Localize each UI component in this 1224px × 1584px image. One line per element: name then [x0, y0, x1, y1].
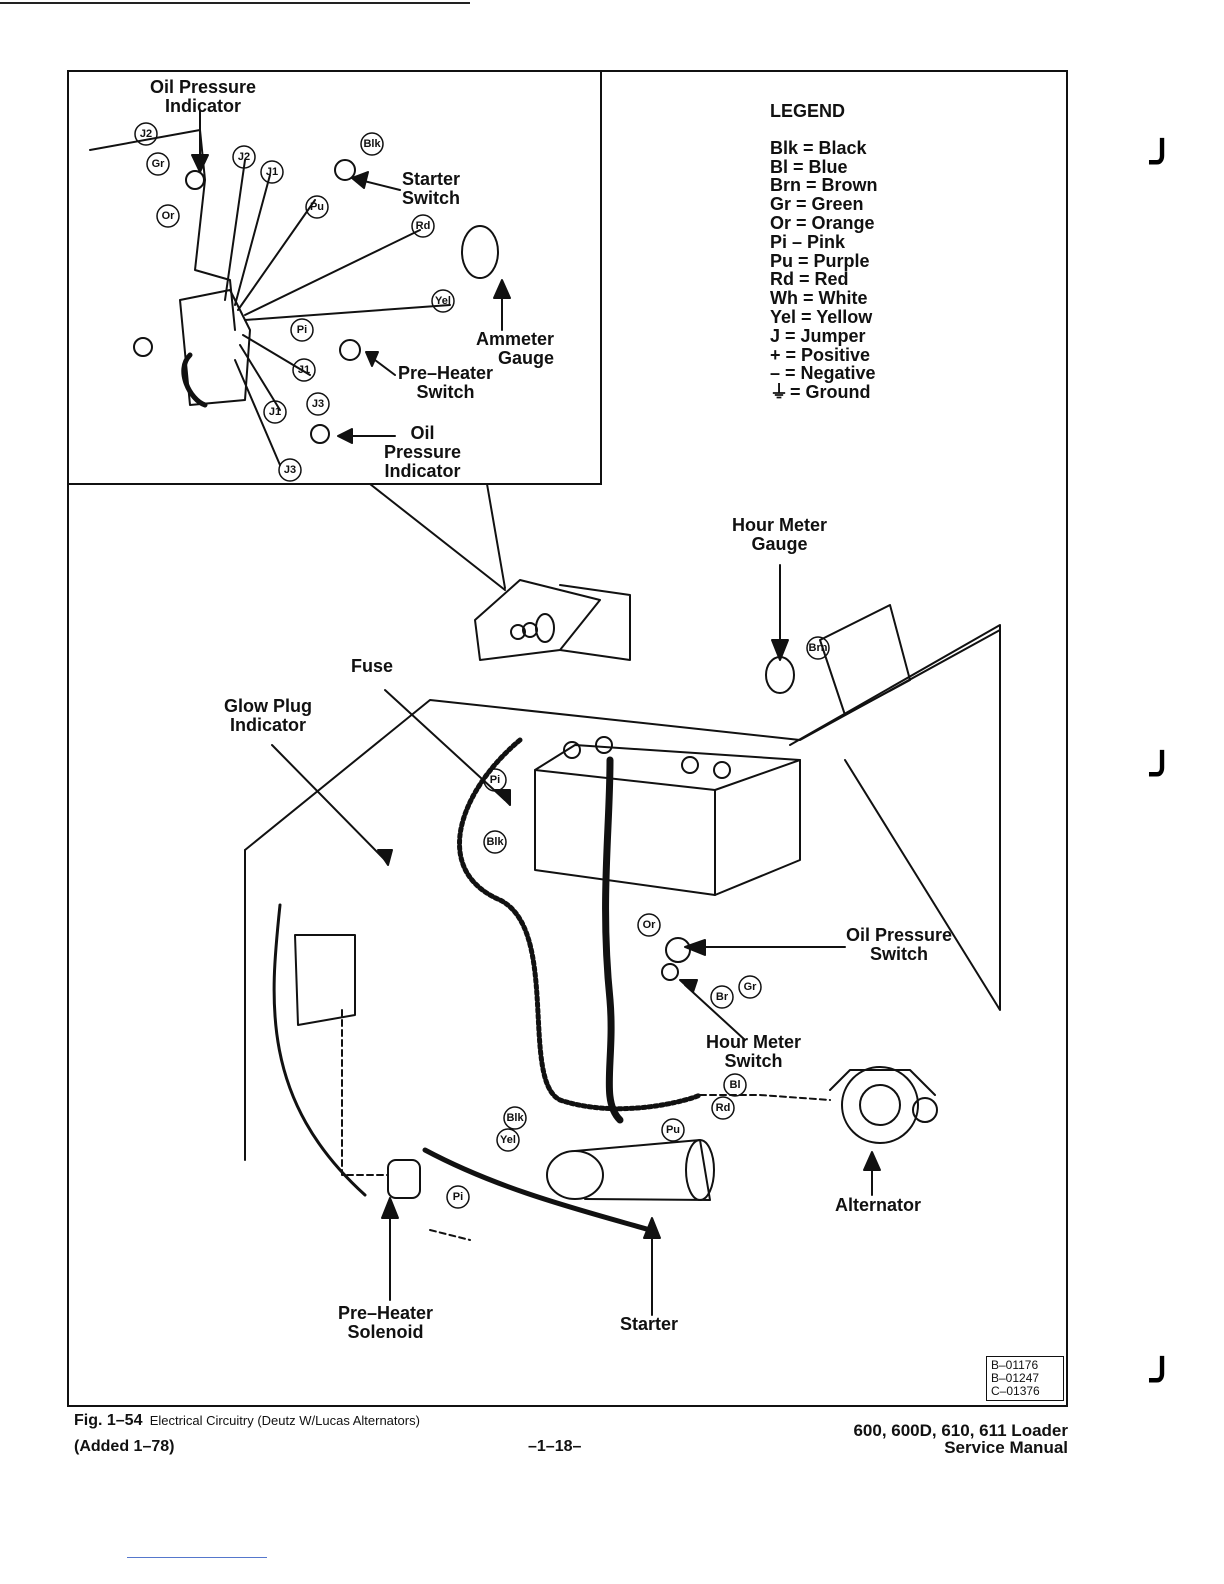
tag-inset-0: J2: [140, 128, 152, 140]
starter-cable: [422, 1147, 653, 1233]
label-pre-heater-switch: Pre–Heater Switch: [398, 363, 494, 402]
page-top-rule: [0, 2, 470, 4]
tag-inset-7: Rd: [416, 220, 431, 232]
inset-leader-right: [486, 483, 506, 589]
tag-main-5: Gr: [744, 981, 758, 993]
added-note: (Added 1–78): [74, 1438, 175, 1455]
dash-gauge-1: [510, 624, 526, 640]
ammeter-gauge-inset: [461, 225, 499, 279]
dash-panel: [474, 579, 601, 661]
pre-heater-solenoid: [387, 1159, 421, 1199]
legend-entry: Gr = Green: [770, 194, 864, 215]
tag-inset-12: J3: [312, 398, 324, 410]
tag-main-6: Bl: [730, 1079, 741, 1091]
label-hour-meter-switch: Hour Meter Switch: [706, 1032, 802, 1071]
legend-entry: – = Negative: [770, 363, 876, 384]
tag-main-2: Blk: [486, 836, 504, 848]
legend-entry: Wh = White: [770, 288, 868, 309]
tag-inset-5: Blk: [363, 138, 381, 150]
tag-main-4: Br: [716, 991, 729, 1003]
page-bottom-rule: [127, 1557, 267, 1558]
dash-detail-inset: [67, 70, 602, 485]
label-starter: Starter: [620, 1314, 679, 1334]
legend-entry: Or = Orange: [770, 212, 875, 233]
legend-entry: Brn = Brown: [770, 175, 878, 196]
binder-mark-icon: ╯: [1150, 141, 1175, 185]
tag-inset-6: Pu: [310, 201, 324, 213]
tag-inset-10: J1: [298, 364, 310, 376]
figure-caption: Fig. 1–54 Electrical Circuitry (Deutz W/…: [74, 1412, 420, 1430]
manual-title: 600, 600D, 610, 611 Loader Service Manua…: [853, 1421, 1068, 1457]
tag-inset-11: J1: [269, 406, 281, 418]
hour-meter-switch: [661, 963, 679, 981]
reference-code: B–01247: [991, 1371, 1040, 1385]
alternator-body: [841, 1066, 919, 1144]
legend-entry: Pu = Purple: [770, 250, 870, 271]
reference-codes-box: B–01176 B–01247 C–01376: [986, 1356, 1064, 1401]
legend-entry: + = Positive: [770, 344, 871, 365]
inset-leader-left: [369, 483, 506, 591]
oil-pressure-switch: [665, 937, 691, 963]
label-hour-meter-gauge: Hour Meter Gauge: [732, 515, 828, 554]
tag-inset-9: Pi: [297, 324, 307, 336]
starter-body: [546, 1150, 604, 1200]
tag-inset-2: Or: [162, 210, 176, 222]
right-panel: [789, 624, 1001, 1011]
tag-main-7: Rd: [716, 1102, 731, 1114]
tag-main-10: Pu: [666, 1124, 680, 1136]
binder-mark-icon: ╯: [1150, 753, 1175, 797]
reference-code: C–01376: [991, 1384, 1040, 1398]
ground-icon: ⏚: [770, 382, 788, 403]
inset-bracket: [89, 129, 236, 331]
legend-entry: J = Jumper: [770, 325, 866, 346]
battery-cable: [602, 756, 624, 1124]
tag-inset-8: Yel: [435, 295, 451, 307]
legend-entry: Blk = Black: [770, 137, 867, 158]
label-alternator: Alternator: [835, 1195, 922, 1215]
tag-main-1: Pi: [490, 774, 500, 786]
hour-meter-bracket: [819, 604, 911, 716]
tag-main-9: Yel: [500, 1134, 516, 1146]
legend-entry: Pi – Pink: [770, 231, 846, 252]
legend-title: LEGEND: [770, 101, 846, 121]
tag-main-0: Brn: [809, 642, 828, 654]
label-fuse: Fuse: [351, 656, 394, 676]
glow-plug-bracket: [294, 934, 356, 1026]
legend-entry: Bl = Blue: [770, 156, 848, 177]
reference-code: B–01176: [991, 1358, 1039, 1372]
main-harness: [457, 737, 703, 1112]
label-oil-pressure-switch: Oil Pressure Switch: [846, 925, 953, 964]
legend: LEGEND Blk = Black Bl = Blue Brn = Brown…: [770, 102, 878, 402]
page-number: –1–18–: [528, 1438, 582, 1455]
tag-main-8: Blk: [506, 1112, 524, 1124]
tag-inset-13: J3: [284, 464, 296, 476]
label-pre-heater-solenoid: Pre–Heater Solenoid: [338, 1303, 434, 1342]
binder-mark-icon: ╯: [1150, 1359, 1175, 1403]
label-oil-pressure-indicator-top: Oil Pressure Indicator: [150, 77, 257, 116]
battery-outline: [534, 744, 801, 896]
label-starter-switch: Starter Switch: [402, 169, 461, 208]
tag-inset-3: J2: [238, 151, 250, 163]
tag-inset-4: J1: [266, 166, 278, 178]
legend-entry: Rd = Red: [770, 269, 849, 290]
figure-number: Fig. 1–54: [74, 1412, 143, 1429]
figure-title: Electrical Circuitry (Deutz W/Lucas Alte…: [149, 1413, 420, 1428]
tag-inset-1: Gr: [152, 158, 166, 170]
label-oil-pressure-indicator-bottom: Oil Pressure Indicator: [384, 423, 462, 481]
legend-entry: Yel = Yellow: [770, 306, 873, 327]
legend-entry-ground: ⏚= Ground: [770, 382, 871, 403]
label-glow-plug-indicator: Glow Plug Indicator: [224, 696, 312, 735]
hour-meter-gauge: [765, 656, 795, 694]
label-ammeter-gauge: Ammeter Gauge: [476, 329, 555, 368]
tag-main-3: Or: [643, 919, 657, 931]
tag-main-11: Pi: [453, 1191, 463, 1203]
